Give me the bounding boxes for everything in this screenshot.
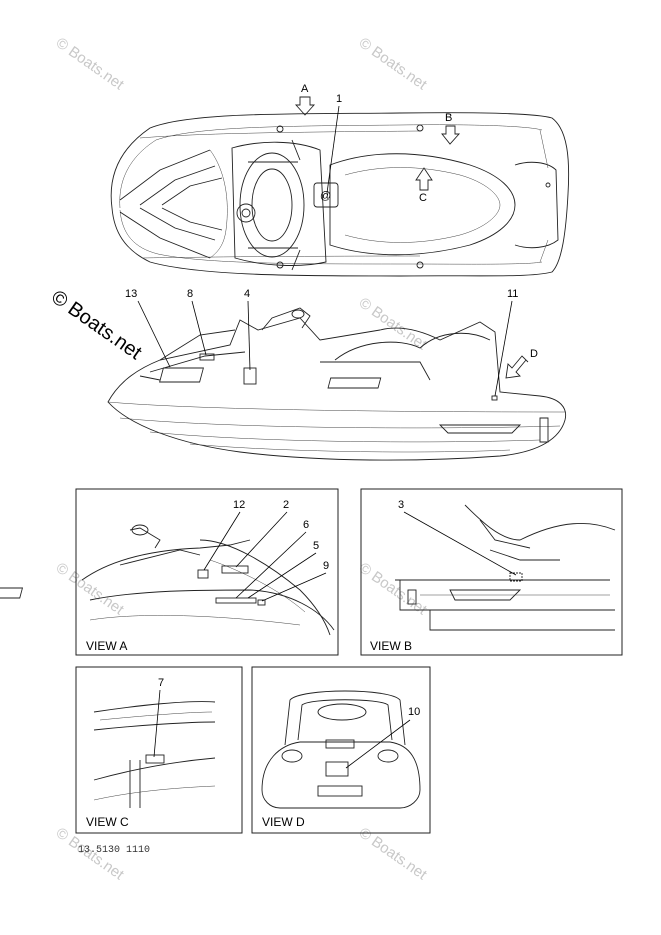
view-b-title: VIEW B — [370, 639, 412, 653]
view-c-panel: VIEW C — [75, 666, 243, 834]
callout-11: 11 — [494, 288, 518, 397]
side-view-drawing — [107, 307, 567, 461]
view-d-panel: VIEW D — [251, 666, 431, 834]
svg-text:2: 2 — [283, 499, 289, 511]
view-arrow-c: C — [415, 167, 433, 204]
watermark: © Boats.net — [53, 559, 128, 618]
view-c-title: VIEW C — [86, 815, 129, 829]
callout-12: 12 — [203, 499, 245, 571]
svg-text:@: @ — [320, 190, 331, 202]
watermark-layer: © Boats.net © Boats.net © Boats.net © Bo… — [47, 34, 430, 883]
arrow-down-icon — [441, 125, 461, 145]
svg-text:1: 1 — [336, 93, 342, 105]
svg-text:9: 9 — [323, 560, 329, 572]
view-arrow-a: A — [294, 83, 316, 116]
view-arrow-b: B — [441, 112, 461, 145]
svg-text:7: 7 — [158, 677, 164, 689]
view-d-title: VIEW D — [262, 815, 305, 829]
view-a-panel: VIEW A — [0, 488, 339, 656]
svg-text:12: 12 — [233, 499, 245, 511]
svg-text:8: 8 — [187, 288, 193, 300]
arrow-a-label: A — [301, 83, 309, 95]
callout-7: 7 — [153, 677, 164, 758]
view-arrow-d: D — [505, 348, 538, 379]
arrow-b-label: B — [445, 112, 452, 124]
svg-text:6: 6 — [303, 519, 309, 531]
callout-13: 13 — [125, 288, 171, 368]
callout-9: 9 — [261, 560, 329, 602]
callout-5: 5 — [247, 540, 319, 599]
view-b-panel: VIEW B — [360, 488, 623, 656]
svg-text:13: 13 — [125, 288, 137, 300]
watermark: © Boats.net — [356, 34, 431, 93]
svg-text:10: 10 — [408, 706, 420, 718]
callout-8: 8 — [187, 288, 207, 356]
watermark: © Boats.net — [53, 34, 128, 93]
arrow-diagonal-icon — [505, 355, 529, 379]
callout-1: 1 — [326, 93, 342, 194]
callout-10: 10 — [345, 706, 420, 769]
arrow-up-icon — [415, 167, 433, 191]
callout-3: 3 — [398, 499, 517, 576]
view-a-title: VIEW A — [86, 639, 127, 653]
svg-text:3: 3 — [398, 499, 404, 511]
drawing-code: 13.5130 1110 — [78, 845, 150, 856]
arrow-d-label: D — [530, 348, 538, 360]
svg-text:11: 11 — [507, 288, 518, 300]
arrow-c-label: C — [419, 192, 427, 204]
callout-6: 6 — [235, 519, 309, 599]
svg-text:4: 4 — [244, 288, 250, 300]
arrow-down-icon — [294, 96, 316, 116]
svg-text:5: 5 — [313, 540, 319, 552]
callout-2: 2 — [235, 499, 289, 568]
top-view-drawing: @ — [110, 112, 570, 277]
callout-4: 4 — [244, 288, 251, 371]
